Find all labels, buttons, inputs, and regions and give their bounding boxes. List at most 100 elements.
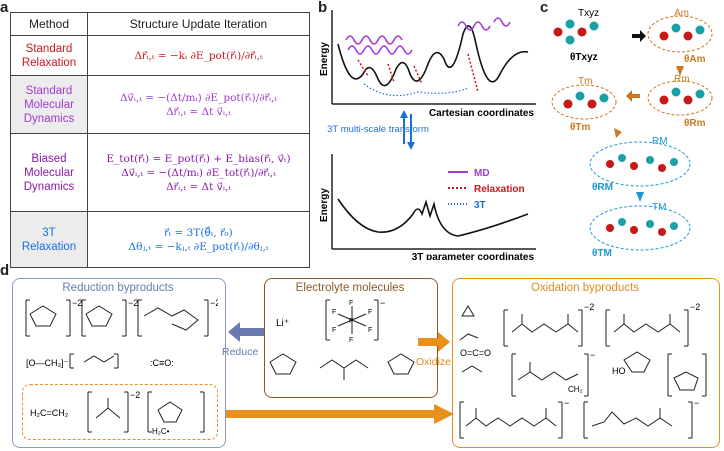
group-tm-big bbox=[589, 205, 691, 251]
legend-md-label: MD bbox=[474, 168, 490, 179]
ox-charge-3: − bbox=[590, 350, 595, 360]
ring-2 bbox=[85, 305, 113, 327]
group-rm bbox=[647, 80, 713, 116]
label-rm-big: RM bbox=[652, 136, 668, 147]
molecule-txyz bbox=[553, 19, 599, 45]
eq-standard-relaxation: Δr⃗ᵢ,ₜ = −kᵢ ∂E_pot(r⃗ₜ)/∂r⃗ᵢ,ₜ bbox=[87, 35, 310, 76]
bracket-right-2 bbox=[122, 299, 127, 337]
long-chain-carbonate bbox=[459, 401, 563, 439]
eq-3t-relaxation: r⃗ₜ = 3T(θ⃗ₜ, r⃗₀) Δθⱼ,ₜ = −kⱼ,ₜ ∂E_pot(… bbox=[87, 211, 310, 268]
group-tm bbox=[551, 84, 617, 120]
reduce-arrow bbox=[228, 322, 264, 342]
header-iteration: Structure Update Iteration bbox=[87, 12, 310, 36]
ring-5 bbox=[157, 401, 183, 423]
reduce-arrow-shape bbox=[228, 322, 264, 342]
label-rm: Rm bbox=[674, 74, 690, 85]
label-theta-am: θAm bbox=[684, 54, 706, 65]
eq-standard-md-position: Δr⃗ᵢ,ₜ = Δt v⃗ᵢ,ₜ bbox=[166, 105, 231, 118]
ox-charge-4: − bbox=[564, 398, 569, 408]
bracket-left-5 bbox=[147, 391, 152, 433]
charge-1: −2 bbox=[72, 298, 82, 308]
acetaldehyde bbox=[459, 333, 479, 341]
vc-hydroxy bbox=[623, 351, 651, 373]
molecule-tm-big bbox=[606, 218, 678, 236]
eq-3t-transform: r⃗ₜ = 3T(θ⃗ₜ, r⃗₀) bbox=[164, 226, 233, 239]
label-theta-rm: θRm bbox=[684, 118, 706, 129]
bottom-ylabel: Energy bbox=[319, 188, 330, 222]
pf6-bracket-left bbox=[325, 299, 330, 341]
bracket-right-4 bbox=[124, 391, 129, 433]
panel-label-d: d bbox=[0, 262, 10, 279]
charge-3: −2 bbox=[210, 298, 218, 308]
transform-arrowhead-up bbox=[400, 110, 408, 118]
oxidize-arrow-shape bbox=[418, 332, 450, 352]
bracket-left-4 bbox=[87, 391, 92, 433]
pf6-f5: F bbox=[332, 327, 336, 334]
relaxation-arrows bbox=[357, 53, 479, 93]
oxidation-box bbox=[452, 278, 720, 448]
dicarbonate-2 bbox=[605, 309, 689, 347]
bracket-left-3 bbox=[137, 299, 142, 337]
ox-charge-1: −2 bbox=[584, 302, 594, 312]
top-ylabel: Energy bbox=[319, 42, 330, 76]
oxidation-molecules: −2 −2 − − − O=C=O HO CH₂ bbox=[459, 302, 707, 439]
molecule-rm-big bbox=[606, 154, 678, 172]
reduction-box bbox=[12, 278, 226, 448]
ethylene-oxide bbox=[461, 305, 475, 317]
co2-formula: O=C=O bbox=[460, 348, 491, 358]
pf6-bracket-right bbox=[374, 299, 379, 341]
radical-formula: H₂C• bbox=[152, 427, 170, 436]
step-arrow-3 bbox=[626, 90, 640, 102]
multiscale-transform-diagram: Txyz θTxyz Am θAm Rm θRm Tm θTm RM θRM bbox=[551, 8, 713, 259]
ch2-label: CH₂ bbox=[568, 385, 583, 394]
glyoxal bbox=[461, 365, 483, 373]
eq-biased-md: E_tot(r⃗ₜ) = E_pot(r⃗ₜ) + E_bias(r⃗ₜ, v⃗… bbox=[87, 133, 310, 212]
pf6-f4: F bbox=[368, 309, 372, 316]
md-trajectory-3 bbox=[457, 21, 491, 31]
ox-charge-5: − bbox=[694, 398, 699, 408]
molecule-tm bbox=[563, 91, 609, 109]
method-standard-md: Standard Molecular Dynamics bbox=[10, 75, 88, 134]
ox-charge-2: −2 bbox=[690, 302, 700, 312]
oxidize-label: Oxidize bbox=[416, 356, 452, 368]
dmc-chain bbox=[319, 359, 369, 380]
bracket-right-5 bbox=[200, 391, 205, 433]
bracket-left-2 bbox=[81, 299, 86, 337]
vc-ring bbox=[387, 353, 415, 375]
transform-label: 3T multi-scale transform bbox=[327, 124, 429, 135]
md-trajectory-4 bbox=[493, 17, 511, 27]
panel-label-b: b bbox=[318, 0, 328, 16]
reduction-title: Reduction byproducts bbox=[62, 282, 174, 294]
eq-biased-md-velocity: Δv⃗ᵢ,ₜ = −(Δt/mᵢ) ∂E_tot(r⃗ₜ)/∂r⃗ᵢ,ₜ bbox=[121, 166, 276, 179]
electrolyte-molecules: Li⁺ − F F F F F F P bbox=[269, 298, 415, 380]
label-theta-tm: θTm bbox=[570, 122, 591, 133]
molecule-rm bbox=[659, 87, 705, 105]
legend-relaxation-label: Relaxation bbox=[474, 184, 525, 195]
ec-ring bbox=[269, 353, 297, 375]
bracket-right-3 bbox=[204, 299, 209, 337]
hydroxy-label: HO bbox=[612, 366, 626, 376]
charge-4: −2 bbox=[130, 390, 140, 400]
legend-3t-label: 3T bbox=[474, 200, 486, 211]
3t-trajectory-top bbox=[363, 83, 469, 97]
step-arrow-2 bbox=[676, 66, 684, 76]
pf6-p: P bbox=[349, 318, 354, 325]
co-formula: :C≡O: bbox=[150, 358, 174, 368]
pf6-f6: F bbox=[368, 327, 372, 334]
bracket-right-1 bbox=[66, 299, 71, 337]
label-theta-tm-big: θTM bbox=[592, 248, 612, 259]
label-theta-txyz: θTxyz bbox=[570, 52, 598, 63]
charge-2: −2 bbox=[128, 298, 138, 308]
landscape-curve-cartesian bbox=[337, 25, 529, 87]
oxidize-arrow bbox=[418, 332, 450, 352]
md-trajectory-1 bbox=[345, 35, 403, 45]
oxidation-title: Oxidation byproducts bbox=[530, 282, 640, 294]
li-ion: Li⁺ bbox=[276, 318, 289, 329]
molecule-am bbox=[659, 23, 705, 41]
long-oxidation-arrow bbox=[226, 404, 454, 424]
transform-arrowhead-down bbox=[407, 142, 415, 150]
group-rm-big bbox=[589, 141, 691, 187]
methods-table: Method Structure Update Iteration Standa… bbox=[10, 12, 310, 268]
label-theta-rm-big: θRM bbox=[592, 182, 613, 193]
label-tm-big: TM bbox=[652, 202, 666, 213]
